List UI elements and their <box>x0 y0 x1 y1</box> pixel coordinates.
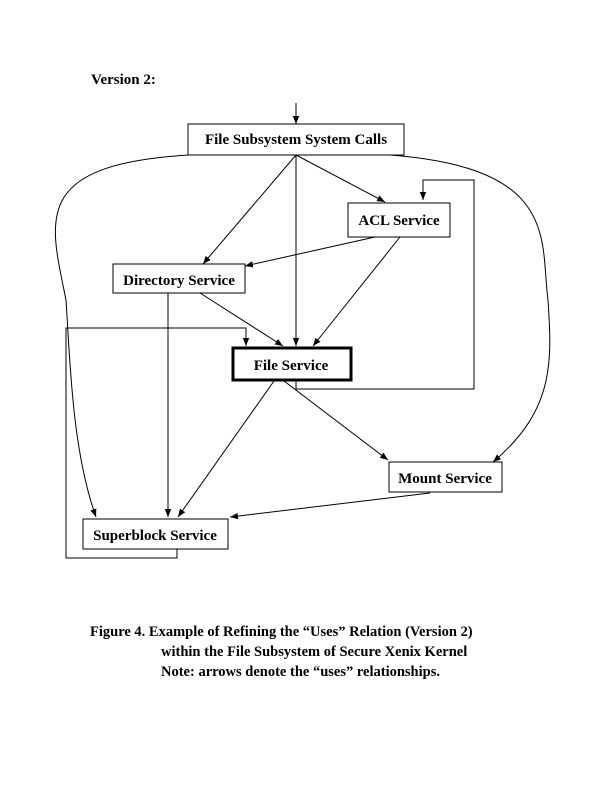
node-label: Mount Service <box>398 471 492 487</box>
edge-syscalls-curve-to-superblock <box>54 154 189 518</box>
node-acl-service: ACL Service <box>347 202 451 238</box>
node-label: ACL Service <box>358 213 440 229</box>
edge-syscalls-to-acl <box>295 154 386 203</box>
node-label: Directory Service <box>123 273 235 289</box>
caption-line-1: Figure 4. Example of Refining the “Uses”… <box>90 624 473 640</box>
node-directory-service: Directory Service <box>112 263 246 294</box>
version-label: Version 2: <box>91 72 156 88</box>
caption-line-3: Note: arrows denote the “uses” relations… <box>161 664 440 680</box>
node-label: File Service <box>254 358 329 374</box>
edge-file-to-mount <box>283 380 389 461</box>
node-label: Superblock Service <box>93 528 217 544</box>
edge-file-loop-to-acl <box>295 179 475 390</box>
edge-mount-to-superblock <box>229 492 431 520</box>
figure-caption: Figure 4. Example of Refining the “Uses”… <box>90 622 473 682</box>
caption-line-2: within the File Subsystem of Secure Xeni… <box>161 644 468 660</box>
edge-directory-to-file <box>199 292 284 347</box>
edge-acl-to-directory <box>244 236 376 268</box>
edge-syscalls-curve-to-mount <box>389 154 551 463</box>
edge-syscalls-to-directory <box>202 154 297 265</box>
node-file-service: File Service <box>231 346 353 382</box>
node-file-subsystem-system-calls: File Subsystem System Calls <box>187 123 405 156</box>
edge-superblock-loop-to-file <box>65 327 250 559</box>
node-mount-service: Mount Service <box>388 461 503 493</box>
node-label: File Subsystem System Calls <box>205 132 387 148</box>
node-superblock-service: Superblock Service <box>82 518 229 550</box>
edge-file-to-superblock <box>177 380 275 518</box>
uses-relation-diagram: File Subsystem System Calls ACL Service … <box>54 103 551 559</box>
edge-acl-to-file <box>312 236 401 347</box>
